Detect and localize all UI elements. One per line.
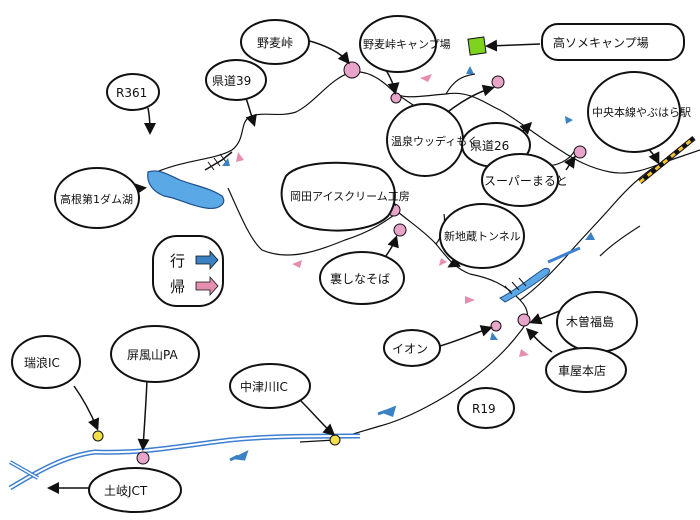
bubble-pref39	[205, 59, 267, 101]
bubble-toki	[88, 467, 182, 513]
bubble-shin-tunnel	[439, 203, 525, 269]
direction-arrows	[222, 66, 595, 462]
label-kiso: 木曽福島	[566, 314, 614, 329]
marker-onsen	[491, 75, 505, 89]
label-r19: R19	[472, 402, 496, 416]
label-toki: 土岐JCT	[104, 484, 148, 498]
bubble-r19	[457, 387, 515, 429]
railway-chuo	[638, 136, 696, 184]
marker-mizunami-ic	[92, 430, 104, 442]
label-ura-soba: 裏しなそば	[330, 271, 390, 286]
label-r361: R361	[116, 86, 147, 100]
label-kuruma: 車屋本店	[558, 364, 606, 378]
bubble-noguchi-camp	[359, 15, 437, 73]
marker-super	[573, 145, 587, 159]
marker-noguchi-pass	[343, 61, 361, 79]
label-mizunami: 瑞浪IC	[24, 355, 60, 370]
label-pref26: 県道26	[470, 139, 509, 153]
label-onsen: 温泉ウッディもく	[391, 134, 478, 148]
bubble-takari-camp	[541, 23, 685, 61]
marker-aeon	[490, 320, 502, 332]
marker-nakatsugawa-ic	[329, 434, 341, 446]
marker-ura-soba	[393, 223, 407, 237]
highway	[8, 433, 361, 491]
label-pref39: 県道39	[212, 74, 251, 88]
label-bubbles	[11, 15, 685, 513]
bubble-okada	[280, 161, 396, 232]
label-noguchi-pass: 野麦峠	[257, 35, 293, 50]
label-noguchi-camp: 野麦峠キャンプ場	[363, 37, 451, 51]
marker-takari-camp	[467, 36, 487, 56]
legend-return-label: 帰	[170, 278, 185, 296]
bubble-mizunami	[11, 335, 81, 389]
text-labels: 野麦峠 野麦峠キャンプ場 高ソメキャンプ場 R361 県道39 高根第1ダム湖 …	[24, 35, 691, 498]
label-takane-dam: 高根第1ダム湖	[60, 192, 133, 206]
label-okada: 岡田アイスクリーム工房	[290, 190, 410, 203]
dam-lake	[147, 151, 233, 209]
bubble-r361	[106, 73, 160, 111]
label-nakatsugawa: 中津川IC	[240, 379, 288, 394]
marker-noguchi-camp	[390, 92, 402, 104]
legend-arrows	[195, 249, 219, 297]
marker-yashiro-pa	[136, 451, 150, 465]
bubble-chuo-line	[587, 71, 681, 153]
bubble-aeon	[383, 329, 441, 367]
bubble-super	[481, 153, 559, 207]
bubble-noguchi-pass	[240, 19, 310, 65]
label-super: スーパーまると	[484, 174, 568, 188]
label-shin-tunnel: 新地蔵トンネル	[444, 229, 521, 243]
label-aeon: イオン	[392, 342, 428, 356]
label-chuo-line: 中央本線やぶはら駅	[592, 105, 691, 119]
bubble-nakatsugawa	[229, 363, 311, 409]
bubble-yashiro	[110, 325, 200, 383]
bubble-takane-dam	[54, 167, 140, 229]
kiso-river-segment	[499, 246, 581, 303]
bubble-kuruma	[545, 347, 627, 393]
bubble-ura-soba	[319, 251, 405, 305]
label-yashiro: 屏風山PA	[127, 348, 178, 362]
label-takari-camp: 高ソメキャンプ場	[553, 35, 649, 50]
bubble-legend	[152, 235, 224, 307]
marker-kiso	[517, 313, 531, 327]
legend-go-label: 行	[170, 252, 185, 270]
